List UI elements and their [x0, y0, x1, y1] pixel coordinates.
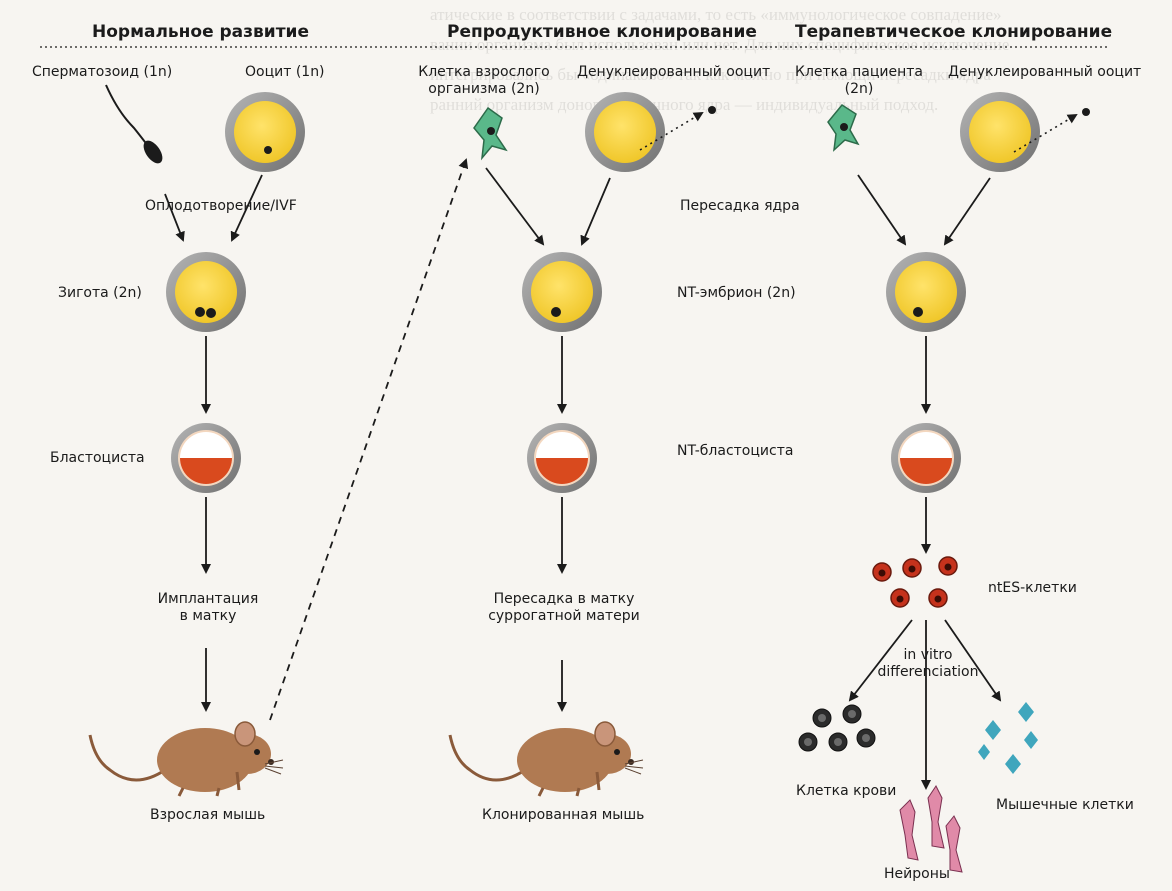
label-in-vitro-line1: in vitro	[903, 647, 953, 663]
enucleated-oocyte	[585, 92, 665, 172]
blood-cells	[798, 704, 876, 752]
label-adult-cell-line2: организма (2n)	[428, 81, 540, 97]
label-cloned-mouse: Клонированная мышь	[482, 807, 645, 823]
cloned-mouse	[448, 720, 645, 798]
oocyte	[225, 92, 305, 172]
label-adult-cell-line1: Клетка взрослого	[418, 64, 550, 80]
nt-embryo-therapeutic	[886, 252, 966, 332]
label-ntes-cells: ntES-клетки	[988, 580, 1077, 596]
patient-cell	[827, 104, 860, 152]
adult-mouse	[88, 720, 285, 798]
dashed-arrow	[269, 158, 469, 721]
arrow	[230, 174, 263, 242]
label-nt-embryo: NT-эмбрион (2n)	[677, 285, 796, 301]
label-muscle-cells: Мышечные клетки	[996, 797, 1134, 813]
arrow	[848, 619, 913, 702]
arrow	[943, 177, 991, 246]
label-in-vitro-line2: differenciation	[877, 664, 979, 680]
label-in-vitro: in vitro differenciation	[858, 647, 998, 681]
enucleated-oocyte-2	[960, 92, 1040, 172]
arrow	[164, 193, 185, 242]
label-nt-blastocyst: NT-бластоциста	[677, 443, 794, 459]
nt-embryo	[522, 252, 602, 332]
sperm-cell	[105, 84, 163, 164]
ntes-cells	[872, 556, 958, 608]
arrow	[485, 167, 545, 246]
arrow	[580, 177, 611, 246]
label-implantation-line2: в матку	[179, 608, 237, 624]
label-fertilization: Оплодотворение/IVF	[145, 198, 297, 214]
header-therapeutic-cloning: Терапевтическое клонирование	[795, 22, 1113, 42]
label-blastocyst: Бластоциста	[50, 450, 145, 466]
label-blood-cell: Клетка крови	[796, 783, 897, 799]
label-nuclear-transfer: Пересадка ядра	[680, 198, 800, 214]
adult-organism-cell	[473, 106, 508, 161]
dotted-arrow	[1013, 113, 1078, 153]
arrow	[857, 174, 907, 246]
nt-blastocyst	[527, 423, 597, 493]
label-sperm: Сперматозоид (1n)	[32, 64, 173, 80]
label-oocyte: Ооцит (1n)	[245, 64, 325, 80]
label-patient-cell: Клетка пациента (2n)	[795, 64, 923, 98]
zygote	[166, 252, 246, 332]
nt-blastocyst-therapeutic	[891, 423, 961, 493]
label-patient-cell-line2: (2n)	[844, 81, 874, 97]
label-implantation: Имплантация в матку	[150, 591, 266, 625]
label-patient-cell-line1: Клетка пациента	[795, 64, 924, 80]
removed-nucleus	[1082, 108, 1090, 116]
label-enucleated-oocyte-2: Денуклеированный ооцит	[948, 64, 1142, 80]
label-enucleated-oocyte: Денуклеированный ооцит	[577, 64, 771, 80]
label-surrogate-line2: суррогатной матери	[488, 608, 640, 624]
label-adult-mouse: Взрослая мышь	[150, 807, 266, 823]
label-neurons: Нейроны	[884, 866, 950, 882]
removed-nucleus	[708, 106, 716, 114]
label-implantation-line1: Имплантация	[157, 591, 259, 607]
dotted-arrow	[639, 111, 704, 151]
label-zygote: Зигота (2n)	[58, 285, 142, 301]
neurons	[899, 785, 963, 873]
label-adult-cell: Клетка взрослого организма (2n)	[414, 64, 554, 98]
header-normal-development: Нормальное развитие	[92, 22, 309, 42]
label-surrogate-line1: Пересадка в матку	[493, 591, 635, 607]
muscle-cells	[978, 702, 1038, 774]
header-reproductive-cloning: Репродуктивное клонирование	[447, 22, 757, 42]
label-surrogate-transfer: Пересадка в матку суррогатной матери	[484, 591, 644, 625]
arrow	[944, 619, 1002, 702]
blastocyst	[171, 423, 241, 493]
